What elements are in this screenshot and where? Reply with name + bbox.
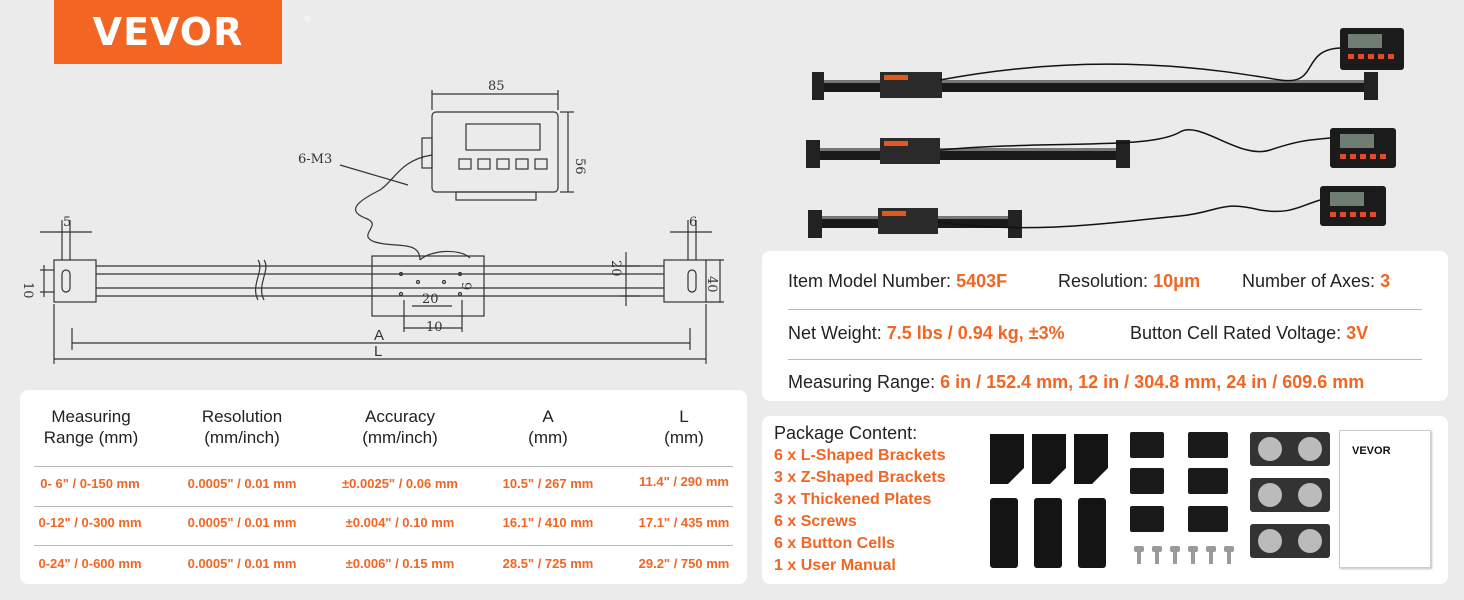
- z-bracket-icon: [1130, 432, 1228, 532]
- scale-12in: [806, 128, 1396, 168]
- model-label: Item Model Number:: [788, 271, 957, 291]
- registered-mark: ®: [304, 14, 311, 24]
- weight-value: 7.5 lbs / 0.94 kg, ±3%: [886, 323, 1065, 343]
- row-divider: [34, 466, 733, 467]
- table-cell: 10.5" / 267 mm: [502, 476, 594, 491]
- dim-a-label: A: [374, 327, 384, 344]
- table-cell: 29.2" / 750 mm: [638, 556, 730, 571]
- brand-name: VEVOR: [92, 10, 244, 54]
- net-weight: Net Weight: 7.5 lbs / 0.94 kg, ±3%: [788, 323, 1065, 344]
- voltage-value: 3V: [1346, 323, 1369, 343]
- display-screen: [465, 123, 541, 151]
- table-cell: 0-24" / 0-600 mm: [38, 556, 142, 571]
- header-line-2: Range (mm): [43, 428, 139, 447]
- l-bracket-icon: [990, 434, 1108, 568]
- table-cell: ±0.004" / 0.10 mm: [345, 515, 455, 530]
- technical-drawing: 85 56 6-M3 5 6 10 20 40 20 10 9 A L: [20, 79, 724, 364]
- scale-6in: [808, 186, 1386, 238]
- user-manual: VEVOR: [1339, 430, 1431, 568]
- package-item: 1 x User Manual: [774, 557, 896, 574]
- header-line-1: A: [542, 407, 554, 426]
- table-cell: 11.4" / 290 mm: [638, 474, 729, 489]
- table-cell: 0-12" / 0-300 mm: [38, 515, 142, 530]
- dim-20-right-label: 20: [608, 260, 623, 277]
- resolution-label: Resolution:: [1058, 271, 1154, 291]
- dim-9-label: 9: [458, 282, 473, 290]
- read-head: [371, 255, 485, 317]
- header-a: A (mm): [498, 406, 598, 448]
- screw-icon: [1134, 546, 1234, 564]
- dim-10-center-label: 10: [426, 320, 443, 335]
- header-line-2: (mm): [664, 428, 704, 447]
- dim-20-center-label: 20: [422, 292, 439, 307]
- table-cell: 0.0005" / 0.01 mm: [187, 515, 297, 530]
- screw-label: 6-M3: [298, 152, 332, 167]
- number-of-axes: Number of Axes: 3: [1242, 271, 1390, 292]
- header-resolution: Resolution (mm/inch): [180, 406, 304, 448]
- voltage-label: Button Cell Rated Voltage:: [1130, 323, 1347, 343]
- model-number: Item Model Number: 5403F: [788, 271, 1007, 292]
- range-value: 6 in / 152.4 mm, 12 in / 304.8 mm, 24 in…: [940, 372, 1365, 392]
- dim-5-label: 5: [63, 215, 71, 230]
- brand-logo: VEVOR ®: [54, 0, 311, 64]
- manual-brand: VEVOR: [1352, 445, 1391, 457]
- header-l: L (mm): [634, 406, 734, 448]
- model-value: 5403F: [956, 271, 1008, 291]
- table-cell: ±0.006" / 0.15 mm: [345, 556, 455, 571]
- package-title: Package Content:: [774, 423, 918, 443]
- dim-10-left-label: 10: [20, 282, 35, 299]
- range-label: Measuring Range:: [788, 372, 941, 392]
- dim-85-label: 85: [488, 79, 505, 94]
- header-accuracy: Accuracy (mm/inch): [338, 406, 462, 448]
- header-measuring-range: Measuring Range (mm): [30, 406, 152, 448]
- dim-l-label: L: [374, 343, 382, 360]
- package-item: 6 x Button Cells: [774, 535, 895, 552]
- header-line-1: Accuracy: [365, 407, 435, 426]
- button-cell-voltage: Button Cell Rated Voltage: 3V: [1130, 323, 1368, 344]
- package-item: 6 x Screws: [774, 513, 857, 530]
- row-divider: [34, 506, 733, 507]
- button-cell-icon: [1250, 432, 1330, 558]
- table-cell: 0.0005" / 0.01 mm: [187, 556, 297, 571]
- header-line-1: Measuring: [51, 407, 131, 426]
- table-cell: 0- 6" / 0-150 mm: [40, 476, 140, 491]
- scale-24in: [812, 28, 1404, 100]
- weight-label: Net Weight:: [788, 323, 887, 343]
- table-cell: 16.1" / 410 mm: [502, 515, 594, 530]
- package-accessories: [990, 432, 1330, 568]
- package-item: 3 x Thickened Plates: [774, 491, 932, 508]
- header-line-2: (mm/inch): [204, 428, 280, 447]
- header-line-1: Resolution: [201, 407, 283, 426]
- table-cell: 17.1" / 435 mm: [638, 515, 730, 530]
- package-item: 3 x Z-Shaped Brackets: [774, 469, 946, 486]
- resolution-value: 10μm: [1153, 271, 1201, 291]
- table-cell: ±0.0025" / 0.06 mm: [342, 476, 458, 491]
- package-content: Package Content: 6 x L-Shaped Brackets 3…: [762, 416, 1448, 584]
- resolution: Resolution: 10μm: [1058, 271, 1200, 292]
- axes-label: Number of Axes:: [1242, 271, 1381, 291]
- header-line-2: (mm): [528, 428, 568, 447]
- dim-6-label: 6: [689, 215, 697, 230]
- spec-box: Item Model Number: 5403F Resolution: 10μ…: [762, 251, 1448, 401]
- product-photos: [806, 28, 1404, 238]
- row-divider: [34, 545, 733, 546]
- table-cell: 0.0005" / 0.01 mm: [187, 476, 297, 491]
- divider: [788, 359, 1422, 360]
- header-line-2: (mm/inch): [362, 428, 438, 447]
- axes-value: 3: [1380, 271, 1391, 291]
- dim-56-label: 56: [572, 158, 587, 175]
- header-line-1: L: [679, 407, 689, 426]
- table-cell: 28.5" / 725 mm: [502, 556, 594, 571]
- package-item: 6 x L-Shaped Brackets: [774, 447, 946, 464]
- divider: [788, 309, 1422, 310]
- measuring-range: Measuring Range: 6 in / 152.4 mm, 12 in …: [788, 372, 1364, 393]
- dim-40-label: 40: [704, 276, 719, 293]
- spec-table: Measuring Range (mm) Resolution (mm/inch…: [20, 390, 747, 584]
